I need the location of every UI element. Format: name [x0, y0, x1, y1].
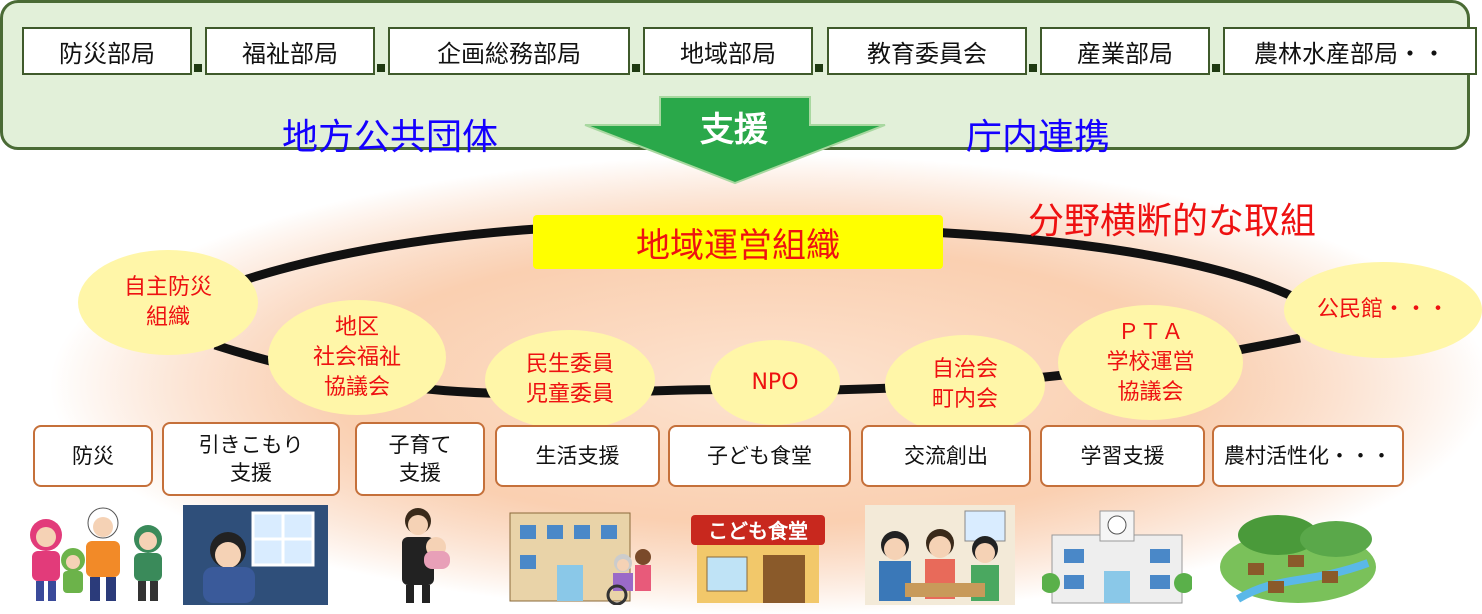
local-government-label: 地方公共団体	[282, 117, 499, 158]
dept-disaster-prevention: 防災部局	[22, 27, 192, 75]
org-district-social-welfare-council: 地区 社会福祉 協議会	[268, 300, 446, 415]
activity-childcare-support: 子育て 支援	[355, 422, 485, 496]
community-exchange-illustration	[865, 505, 1015, 605]
dept-planning-general-affairs: 企画総務部局	[388, 27, 630, 75]
activity-childrens-cafeteria: 子ども食堂	[668, 425, 851, 487]
activity-rural-revitalization: 農村活性化・・・	[1212, 425, 1404, 487]
cross-sector-label: 分野横断的な取組	[1028, 201, 1317, 242]
evacuation-people-illustration	[30, 507, 162, 601]
dept-connector	[815, 64, 823, 72]
childcare-illustration	[402, 508, 450, 603]
dept-connector	[1212, 64, 1220, 72]
org-pta-school-council: ＰＴＡ 学校運営 協議会	[1058, 305, 1243, 420]
org-welfare-child-commissioners: 民生委員 児童委員	[485, 330, 655, 430]
dept-connector	[194, 64, 202, 72]
dept-education-board: 教育委員会	[827, 27, 1027, 75]
school-building-illustration	[1042, 510, 1192, 604]
activity-disaster-prevention: 防災	[33, 425, 153, 487]
org-community-center: 公民館・・・	[1284, 262, 1482, 358]
activity-hikikomori-support: 引きこもり 支援	[162, 422, 340, 496]
dept-community: 地域部局	[643, 27, 813, 75]
activity-exchange-creation: 交流創出	[861, 425, 1031, 487]
kodomo-shokudo-sign: こども食堂	[708, 519, 808, 543]
dept-industry: 産業部局	[1040, 27, 1210, 75]
dept-connector	[632, 64, 640, 72]
activity-learning-support: 学習支援	[1040, 425, 1205, 487]
org-npo: NPO	[710, 340, 840, 425]
interdepartmental-label: 庁内連携	[966, 117, 1111, 158]
activity-livelihood-support: 生活支援	[495, 425, 660, 487]
central-organization-box: 地域運営組織	[533, 215, 943, 269]
hikikomori-illustration	[183, 505, 328, 605]
elderly-care-building-illustration	[509, 512, 651, 605]
kodomo-shokudo-illustration: こども食堂	[691, 515, 825, 603]
dept-connector	[1029, 64, 1037, 72]
rural-village-illustration	[1220, 515, 1376, 603]
org-neighborhood-association: 自治会 町内会	[885, 335, 1045, 435]
dept-agriculture-forestry-fisheries: 農林水産部局・・	[1223, 27, 1477, 75]
support-arrow-label: 支援	[700, 110, 768, 150]
dept-welfare: 福祉部局	[205, 27, 375, 75]
org-voluntary-disaster-group: 自主防災 組織	[78, 250, 258, 355]
dept-connector	[377, 64, 385, 72]
support-arrow-icon	[584, 96, 886, 185]
